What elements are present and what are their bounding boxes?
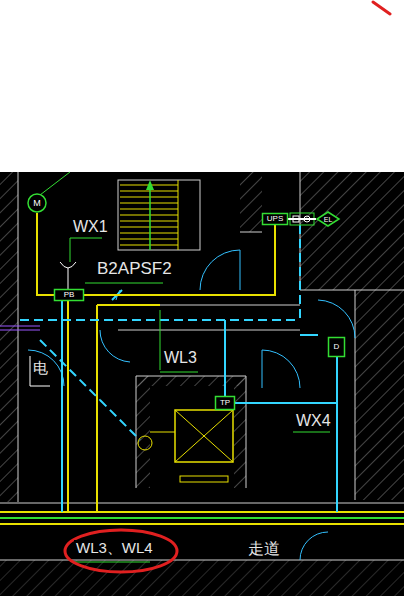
- panel-box: PB: [54, 289, 84, 301]
- terminal-box: TP: [215, 396, 235, 410]
- node-text: M: [33, 199, 41, 208]
- circuit-label: WL3、WL4: [74, 540, 155, 557]
- room-label: 走道: [246, 540, 282, 558]
- wire-connector: [37, 213, 54, 295]
- node-text: EL: [324, 216, 333, 223]
- motor-circle: M: [27, 193, 47, 213]
- ups-box: UPS: [262, 213, 288, 225]
- wire-connector: [288, 219, 316, 220]
- light-diamond: EL: [316, 211, 340, 227]
- node-text: PB: [64, 291, 75, 299]
- wire-connector: [84, 225, 275, 295]
- circuit-label: WX1: [71, 218, 110, 236]
- panel-label: B2APSF2: [95, 260, 174, 279]
- circuit-label: WL3: [162, 349, 199, 367]
- node-text: UPS: [267, 215, 283, 223]
- node-text: TP: [220, 399, 230, 407]
- node-text: D: [334, 343, 340, 351]
- distribution-box: D: [328, 337, 345, 357]
- circuit-label: WX4: [294, 412, 333, 430]
- room-label: 电: [31, 360, 50, 377]
